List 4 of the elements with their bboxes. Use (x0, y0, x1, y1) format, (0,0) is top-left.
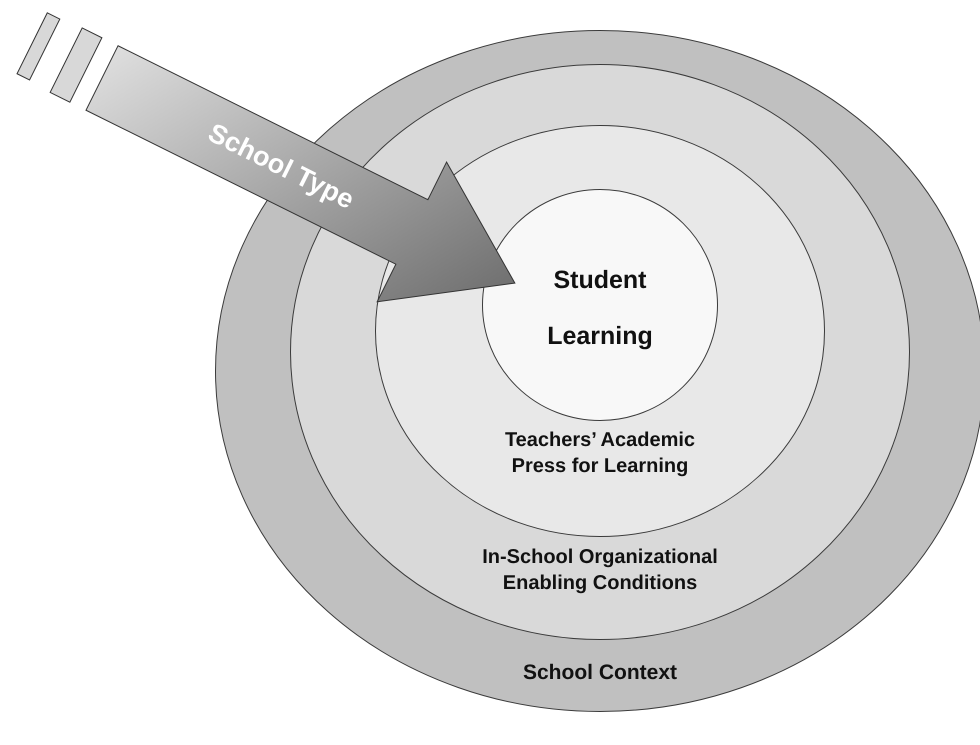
ring-label: School Context (522, 660, 678, 686)
ring-label: Teachers’ Academic Press for Learning (504, 428, 696, 479)
ring-label: Student Learning (546, 265, 654, 352)
ring-label: In-School Organizational Enabling Conditions (481, 545, 719, 596)
